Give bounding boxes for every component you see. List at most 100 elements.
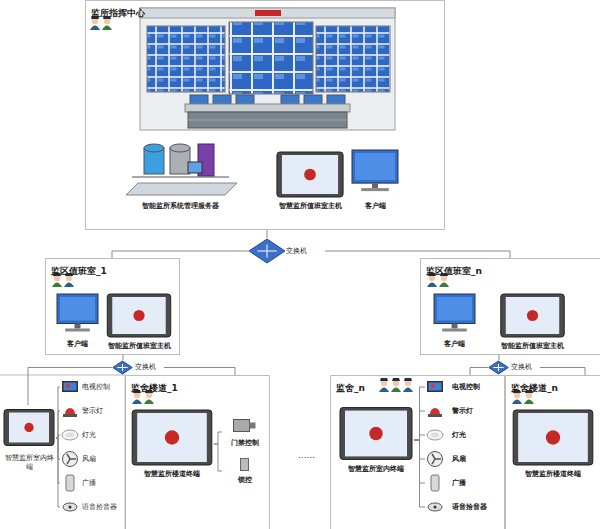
- device-node: 智慧监所楼道终端: [509, 408, 597, 480]
- node-label: 交换机: [511, 363, 532, 371]
- device-node: 语音拾音器: [425, 497, 501, 517]
- node-label: 灯光: [447, 429, 471, 441]
- node-label: 警示灯: [82, 407, 103, 415]
- switch-icon: [489, 361, 509, 374]
- node-label: 监舍_n: [331, 380, 370, 397]
- device-node: 警示灯: [60, 401, 124, 421]
- network-link: [214, 432, 222, 444]
- mic-icon: [428, 503, 442, 511]
- device-node: 客户端: [55, 292, 100, 350]
- tablet-icon: [132, 410, 212, 465]
- node-label: 锁控: [233, 474, 257, 486]
- node-label: 智慧监所室内终端: [2, 454, 56, 471]
- switch-icon: [113, 361, 133, 374]
- light-icon: [427, 430, 443, 440]
- node-label: 智慧监所楼道终端: [139, 468, 205, 480]
- monitor-icon: [352, 150, 398, 191]
- node-label: 电视控制: [447, 381, 485, 393]
- officer-icon: [102, 16, 112, 30]
- switch-icon: [249, 239, 285, 263]
- node-label: 风扇: [447, 453, 471, 465]
- node-label: 智能监所系统管理服务器: [137, 200, 224, 212]
- device-node: 客户端: [432, 292, 477, 350]
- tv-icon: [427, 381, 443, 392]
- network-link: [56, 387, 60, 438]
- device-node: 智能监所值班室主机: [490, 292, 575, 352]
- network-link: [540, 368, 585, 376]
- device-node: 锁控: [222, 456, 267, 486]
- officer-icon: [379, 378, 389, 392]
- device-node: 智慧监所楼道终端: [130, 408, 214, 480]
- monitor-icon: [57, 294, 98, 332]
- tablet-icon: [513, 410, 593, 465]
- node-label: 风扇: [82, 455, 96, 463]
- node-label: 智能监所值班室主机: [103, 340, 176, 352]
- tv-icon: [62, 381, 78, 392]
- fan-icon: [428, 452, 443, 467]
- door-icon: [234, 420, 256, 432]
- device-node: 交换机: [112, 360, 164, 375]
- network-link: [499, 355, 500, 360]
- node-label: 智慧监所楼道终端: [520, 468, 586, 480]
- network-link: [56, 438, 60, 507]
- region-box: 智慧监所室内终端 电视控制警示灯灯光风扇广播语音拾音器 监舍_n: [330, 375, 505, 529]
- node-label: 广播: [82, 479, 96, 487]
- ellipsis-label: ......: [298, 450, 315, 460]
- officer-icon: [391, 378, 401, 392]
- node-label: 智慧监所室内终端: [343, 463, 409, 475]
- monitor-icon: [434, 294, 475, 332]
- node-label: 监舍楼道_n: [506, 380, 563, 397]
- device-node: 风扇: [425, 449, 501, 469]
- device-node: 电视控制: [60, 377, 124, 397]
- node-label: 交换机: [135, 363, 156, 371]
- network-link: [56, 411, 60, 438]
- device-node: 智能监所值班室主机: [100, 292, 178, 352]
- video-wall: [140, 8, 395, 130]
- tablet-icon: [277, 152, 343, 197]
- region-box: 客户端 智能监所值班室主机 监区值班室_n: [420, 258, 600, 355]
- device-node: 智慧监所值班室主机: [265, 150, 355, 212]
- network-link: [28, 368, 112, 406]
- node-label: 智能监所值班室主机: [496, 340, 569, 352]
- network-link: [267, 230, 268, 238]
- device-node: 风扇: [60, 449, 124, 469]
- device-node: 警示灯: [425, 401, 501, 421]
- fan-icon: [63, 452, 78, 467]
- device-node: 智慧监所室内终端: [338, 405, 414, 475]
- device-node: 电视控制: [425, 377, 501, 397]
- device-node: 语音拾音器: [60, 497, 124, 517]
- node-label: 灯光: [82, 431, 96, 439]
- tablet-icon: [4, 410, 54, 446]
- speaker-icon: [431, 475, 439, 491]
- tablet-icon: [107, 294, 170, 337]
- network-link: [214, 444, 222, 471]
- lamp-icon: [63, 408, 77, 417]
- lamp-icon: [428, 408, 442, 417]
- node-label: 客户端: [360, 200, 391, 212]
- node-label: 电视控制: [82, 383, 110, 391]
- lock-icon: [241, 459, 249, 471]
- officer-icon: [403, 378, 413, 392]
- node-label: 监区值班室_n: [421, 263, 487, 280]
- node-label: 语音拾音器: [82, 503, 117, 511]
- cell-region-outline: [0, 375, 125, 529]
- network-link: [414, 440, 425, 507]
- node-label: 客户端: [439, 338, 470, 350]
- node-label: 语音拾音器: [447, 501, 492, 513]
- node-label: 交换机: [286, 247, 307, 255]
- network-link: [414, 435, 425, 440]
- device-node: 广播: [425, 473, 501, 493]
- light-icon: [62, 430, 78, 440]
- region-box: 智能监所系统管理服务器智慧监所值班室主机客户端监所指挥中心: [85, 0, 445, 230]
- network-link: [414, 411, 425, 440]
- node-label: 监区值班室_1: [46, 263, 112, 280]
- tablet-icon: [340, 408, 412, 460]
- region-box: 智慧监所楼道终端 监舍楼道_n: [505, 375, 600, 529]
- server-icon: [126, 144, 237, 195]
- device-node: 客户端: [350, 148, 400, 212]
- officer-icon: [90, 16, 100, 30]
- tablet-icon: [501, 294, 564, 337]
- network-link: [414, 387, 425, 440]
- device-node: 智能监所系统管理服务器: [118, 140, 243, 212]
